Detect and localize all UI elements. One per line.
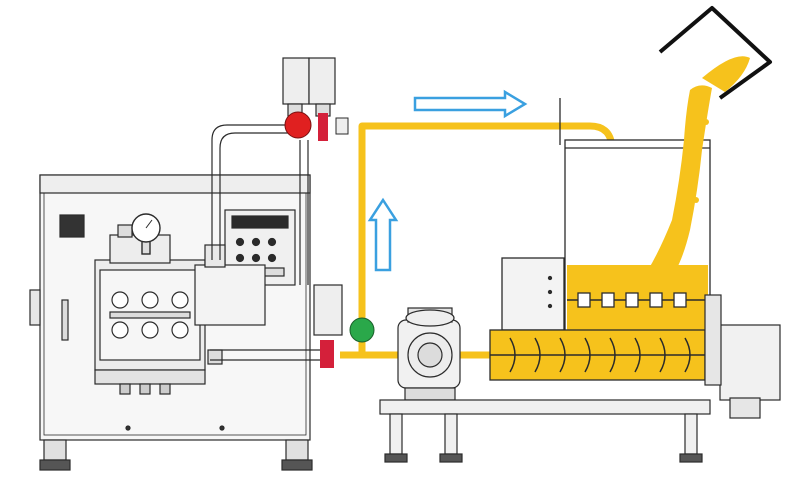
valve-top <box>284 111 349 141</box>
screw-conveyor <box>489 294 781 419</box>
flow-arrow-right <box>413 89 528 119</box>
valve-bottom <box>349 317 375 343</box>
pressure-gauge <box>131 213 161 255</box>
equipment-frame <box>379 399 711 463</box>
transfer-pump <box>397 307 461 401</box>
fitting-bottom <box>320 340 334 368</box>
control-panel <box>224 209 296 286</box>
homogenizer-head <box>94 224 206 395</box>
flow-arrow-up <box>367 197 399 272</box>
feed-hopper <box>658 6 772 100</box>
junction-box <box>313 284 343 336</box>
pouring-stream <box>648 85 712 270</box>
homogenizer-pipes <box>210 124 330 361</box>
solenoid-valve <box>282 57 336 117</box>
